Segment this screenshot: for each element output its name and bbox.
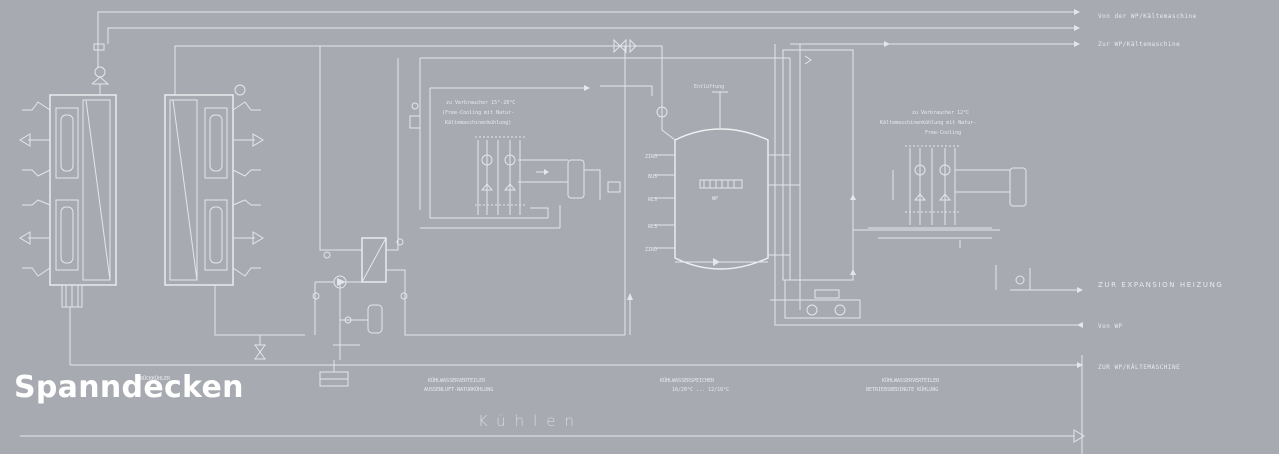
- heat-exchanger-icon: [361, 237, 387, 283]
- heat-exchanger-icon: [567, 159, 585, 199]
- fan-icon: [60, 114, 74, 172]
- fan-icon: [209, 206, 223, 264]
- recooler-tower-1: [19, 43, 117, 365]
- tank-wp-label: WP: [712, 196, 718, 202]
- cooling-storage-tank: [627, 91, 800, 335]
- pump-icon: [656, 106, 668, 118]
- label-dist-line2: BETRIEBSBEDINGTE KÜHLUNG: [866, 386, 938, 393]
- label-from-wp-short: Von WP: [1098, 323, 1123, 330]
- pump-icon: [806, 304, 818, 316]
- arrow-right-icon: [1077, 362, 1083, 368]
- tank-tag-2: BUS: [648, 174, 657, 180]
- bottom-labels: RÜCKKÜHLER KÜHLWASSERVERTEILER AUSSENLUF…: [140, 375, 940, 430]
- tank-tag-5: ZIRO: [645, 247, 657, 253]
- right-labels: Von der WP/Kältemaschine Zur WP/Kältemas…: [1098, 13, 1223, 371]
- tank-tag-3: RES: [648, 197, 657, 203]
- pump-icon: [834, 304, 846, 316]
- footer-label-cooling: Kühlen: [478, 412, 583, 430]
- valve-icon: [254, 344, 266, 353]
- fan-icon: [60, 206, 74, 264]
- label-recooler: RÜCKKÜHLER: [140, 375, 171, 382]
- label-to-wp: Zur WP/Kältemaschine: [1098, 41, 1180, 48]
- loop2-label-line1: zu Verbraucher 12°C: [912, 110, 969, 116]
- arrow-right-icon: [252, 133, 264, 147]
- pump-icon: [94, 66, 106, 78]
- label-from-wp: Von der WP/Kältemaschine: [1098, 13, 1197, 20]
- loop-labels: zu Verbraucher 15°-20°C (Free-Cooling mi…: [442, 100, 976, 136]
- arrow-left-icon: [19, 231, 31, 245]
- arrow-right-icon: [1077, 287, 1083, 293]
- heat-exchanger-group: [312, 46, 625, 387]
- arrow-left-icon: [19, 133, 31, 147]
- label-store-line1: KÜHLWASSERSPEICHER: [660, 377, 715, 384]
- label-expansion: ZUR EXPANSION HEIZUNG: [1098, 281, 1223, 289]
- tank-tag-1: ZIRO: [645, 154, 657, 160]
- loop1-label-line2: (Free-Cooling mit Natur-: [442, 110, 514, 116]
- loop1-label-line1: zu Verbraucher 15°-20°C: [446, 100, 515, 106]
- valve-icon: [613, 38, 637, 54]
- arrow-right-icon: [1073, 429, 1085, 443]
- consumer-loop-2: [868, 145, 1027, 248]
- heat-exchanger-icon: [1009, 167, 1027, 207]
- arrow-right-icon: [584, 9, 1080, 91]
- tank-labels: Entlüftung ZIRO BUS RES RES ZIRO WP: [645, 84, 724, 253]
- right-risers: [770, 44, 1083, 328]
- tank-tag-4: RES: [648, 224, 657, 230]
- label-to-wp-caps: ZUR WP/KÄLTEMASCHINE: [1098, 364, 1180, 371]
- label-store-line2: 16/20°C ... 12/16°C: [672, 387, 729, 393]
- tank-top-label: Entlüftung: [694, 84, 724, 90]
- bottom-pipes: [20, 355, 1085, 454]
- loop2-label-line2: Kältemaschinenkühlung mit Natur-: [880, 120, 976, 126]
- arrow-right-icon: [252, 231, 264, 245]
- fan-icon: [209, 114, 223, 172]
- consumer-loop-1: [409, 88, 621, 229]
- label-split-line1: KÜHLWASSERVERTEILER: [428, 377, 486, 384]
- arrow-left-icon: [1077, 322, 1083, 328]
- loop1-label-line3: Kältemaschinenkühlung): [445, 120, 511, 126]
- top-pipes: [97, 9, 1080, 335]
- label-dist-line1: KÜHLWASSERVERTEILER: [882, 377, 940, 384]
- page-heading: Spanndecken: [14, 370, 244, 405]
- loop2-label-line3: Free-Cooling: [925, 130, 961, 136]
- recooler-tower-2: [164, 84, 305, 360]
- label-split-line2: AUSSENLUFT-NATURKÜHLUNG: [424, 386, 493, 393]
